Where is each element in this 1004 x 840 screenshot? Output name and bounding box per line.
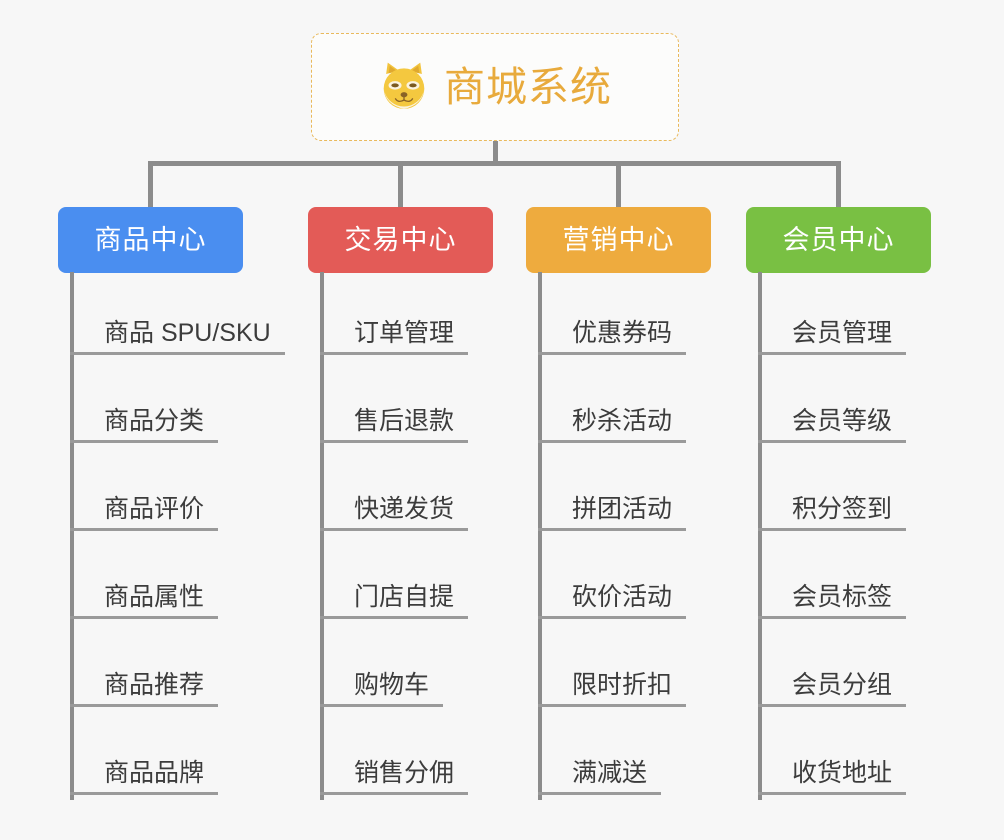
list-item-label: 会员等级 [792, 407, 893, 435]
category-label: 商品中心 [94, 224, 207, 255]
list-item-rule: 售后退款 [320, 407, 469, 443]
column-spine [320, 272, 324, 800]
list-item[interactable]: 限时折扣 [538, 624, 687, 712]
column-spine [70, 272, 74, 800]
category-label: 营销中心 [562, 224, 675, 255]
list-item[interactable]: 会员标签 [758, 536, 907, 624]
list-item-rule: 优惠券码 [538, 319, 687, 355]
list-item-label: 商品 SPU/SKU [104, 319, 271, 347]
list-item-rule: 商品属性 [70, 583, 219, 619]
list-item-rule: 销售分佣 [320, 759, 469, 795]
list-item-rule: 会员分组 [758, 671, 907, 707]
column-spine [758, 272, 762, 800]
list-item-label: 收货地址 [792, 759, 893, 787]
list-item-label: 商品品牌 [104, 759, 205, 787]
category-header-trade-center[interactable]: 交易中心 [308, 207, 493, 273]
list-item[interactable]: 收货地址 [758, 712, 907, 800]
root-node[interactable]: 商城系统 [311, 33, 679, 141]
list-item-label: 会员标签 [792, 583, 893, 611]
column-spine [538, 272, 542, 800]
list-item[interactable]: 会员分组 [758, 624, 907, 712]
list-item-label: 限时折扣 [572, 671, 673, 699]
list-item-rule: 收货地址 [758, 759, 907, 795]
list-item[interactable]: 快递发货 [320, 448, 469, 536]
list-item-rule: 满减送 [538, 759, 662, 795]
list-item[interactable]: 满减送 [538, 712, 662, 800]
list-item-label: 砍价活动 [572, 583, 673, 611]
list-item-label: 优惠券码 [572, 319, 673, 347]
category-header-member-center[interactable]: 会员中心 [746, 207, 931, 273]
list-item[interactable]: 销售分佣 [320, 712, 469, 800]
connector-root-stem [493, 141, 498, 164]
list-item-label: 商品推荐 [104, 671, 205, 699]
list-item[interactable]: 会员管理 [758, 272, 907, 360]
list-item[interactable]: 会员等级 [758, 360, 907, 448]
category-label: 会员中心 [782, 224, 895, 255]
list-item[interactable]: 商品属性 [70, 536, 219, 624]
list-item-rule: 积分签到 [758, 495, 907, 531]
list-item-label: 商品分类 [104, 407, 205, 435]
category-label: 交易中心 [344, 224, 457, 255]
list-item[interactable]: 商品 SPU/SKU [70, 272, 285, 360]
list-item-label: 门店自提 [354, 583, 455, 611]
list-item-label: 售后退款 [354, 407, 455, 435]
list-item-rule: 会员等级 [758, 407, 907, 443]
list-item[interactable]: 商品推荐 [70, 624, 219, 712]
list-item-rule: 拼团活动 [538, 495, 687, 531]
list-item-rule: 会员管理 [758, 319, 907, 355]
category-header-product-center[interactable]: 商品中心 [58, 207, 243, 273]
connector-drop-marketing-center [616, 161, 621, 209]
list-item-label: 购物车 [354, 671, 430, 699]
list-item[interactable]: 商品品牌 [70, 712, 219, 800]
list-item-rule: 订单管理 [320, 319, 469, 355]
list-item[interactable]: 商品分类 [70, 360, 219, 448]
category-header-marketing-center[interactable]: 营销中心 [526, 207, 711, 273]
list-item-label: 商品属性 [104, 583, 205, 611]
list-item-label: 满减送 [572, 759, 648, 787]
list-item[interactable]: 积分签到 [758, 448, 907, 536]
root-title: 商城系统 [444, 63, 612, 110]
connector-drop-member-center [836, 161, 841, 209]
list-item-label: 秒杀活动 [572, 407, 673, 435]
list-item-label: 快递发货 [354, 495, 455, 523]
connector-bus [148, 161, 841, 166]
list-item-rule: 商品推荐 [70, 671, 219, 707]
list-item[interactable]: 门店自提 [320, 536, 469, 624]
list-item-rule: 限时折扣 [538, 671, 687, 707]
list-item-rule: 秒杀活动 [538, 407, 687, 443]
list-item[interactable]: 优惠券码 [538, 272, 687, 360]
list-item-rule: 会员标签 [758, 583, 907, 619]
shiba-dog-icon [378, 61, 430, 113]
list-item[interactable]: 订单管理 [320, 272, 469, 360]
list-item-rule: 砍价活动 [538, 583, 687, 619]
list-item[interactable]: 售后退款 [320, 360, 469, 448]
list-item[interactable]: 购物车 [320, 624, 444, 712]
connector-drop-trade-center [398, 161, 403, 209]
list-item-rule: 购物车 [320, 671, 444, 707]
list-item-label: 销售分佣 [354, 759, 455, 787]
list-item-rule: 快递发货 [320, 495, 469, 531]
list-item-rule: 商品分类 [70, 407, 219, 443]
list-item-rule: 商品评价 [70, 495, 219, 531]
list-item-label: 积分签到 [792, 495, 893, 523]
list-item-rule: 商品 SPU/SKU [70, 321, 285, 355]
list-item[interactable]: 秒杀活动 [538, 360, 687, 448]
list-item-label: 订单管理 [354, 319, 455, 347]
list-item-label: 会员管理 [792, 319, 893, 347]
list-item-rule: 商品品牌 [70, 759, 219, 795]
list-item-label: 会员分组 [792, 671, 893, 699]
connector-drop-product-center [148, 161, 153, 209]
list-item[interactable]: 拼团活动 [538, 448, 687, 536]
list-item-label: 拼团活动 [572, 495, 673, 523]
list-item[interactable]: 商品评价 [70, 448, 219, 536]
list-item[interactable]: 砍价活动 [538, 536, 687, 624]
list-item-rule: 门店自提 [320, 583, 469, 619]
list-item-label: 商品评价 [104, 495, 205, 523]
